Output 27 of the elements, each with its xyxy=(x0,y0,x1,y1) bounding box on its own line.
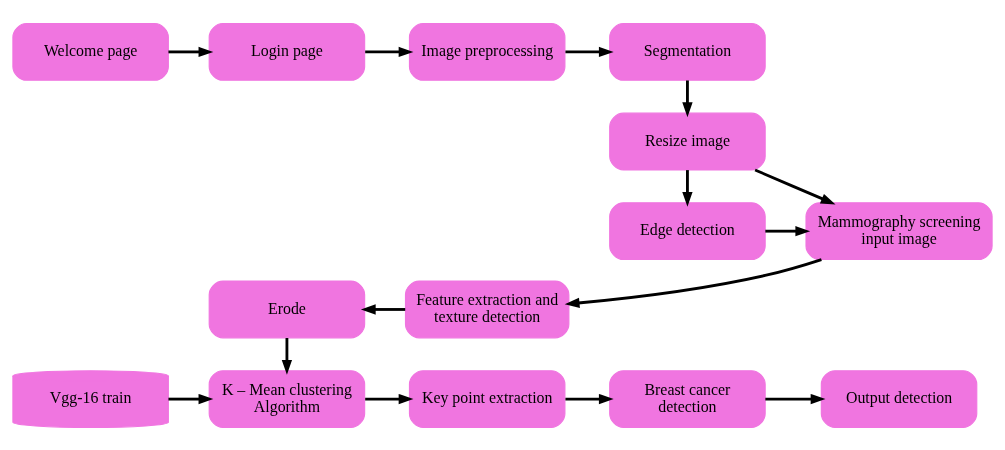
node-box: Breast cancer detection xyxy=(609,369,766,428)
arrow xyxy=(365,46,414,57)
node-box: Image preprocessing xyxy=(408,22,566,81)
arrow xyxy=(765,393,826,404)
node-box: Login page xyxy=(208,22,366,81)
arrow xyxy=(765,225,811,236)
arrow xyxy=(565,46,614,57)
node-box: Mammography screening input image xyxy=(805,201,993,260)
arrow xyxy=(168,46,214,57)
arrow xyxy=(564,257,822,308)
arrow xyxy=(168,393,214,404)
node-box: Edge detection xyxy=(609,201,766,260)
arrow xyxy=(682,169,693,207)
node-box: Feature extraction and texture detection xyxy=(404,280,570,338)
arrow xyxy=(754,168,836,204)
arrow xyxy=(360,303,406,315)
node-box: Resize image xyxy=(609,112,766,170)
node-box: K – Mean clustering Algorithm xyxy=(208,369,366,428)
node-box: Erode xyxy=(208,280,366,338)
node-box: Key point extraction xyxy=(408,369,566,428)
arrow xyxy=(281,337,293,375)
arrow xyxy=(565,393,614,404)
arrow xyxy=(682,79,693,117)
node-box: Segmentation xyxy=(609,22,766,81)
arrow xyxy=(365,393,414,404)
node-box: Welcome page xyxy=(12,22,169,81)
node-box: Output detection xyxy=(820,369,978,428)
